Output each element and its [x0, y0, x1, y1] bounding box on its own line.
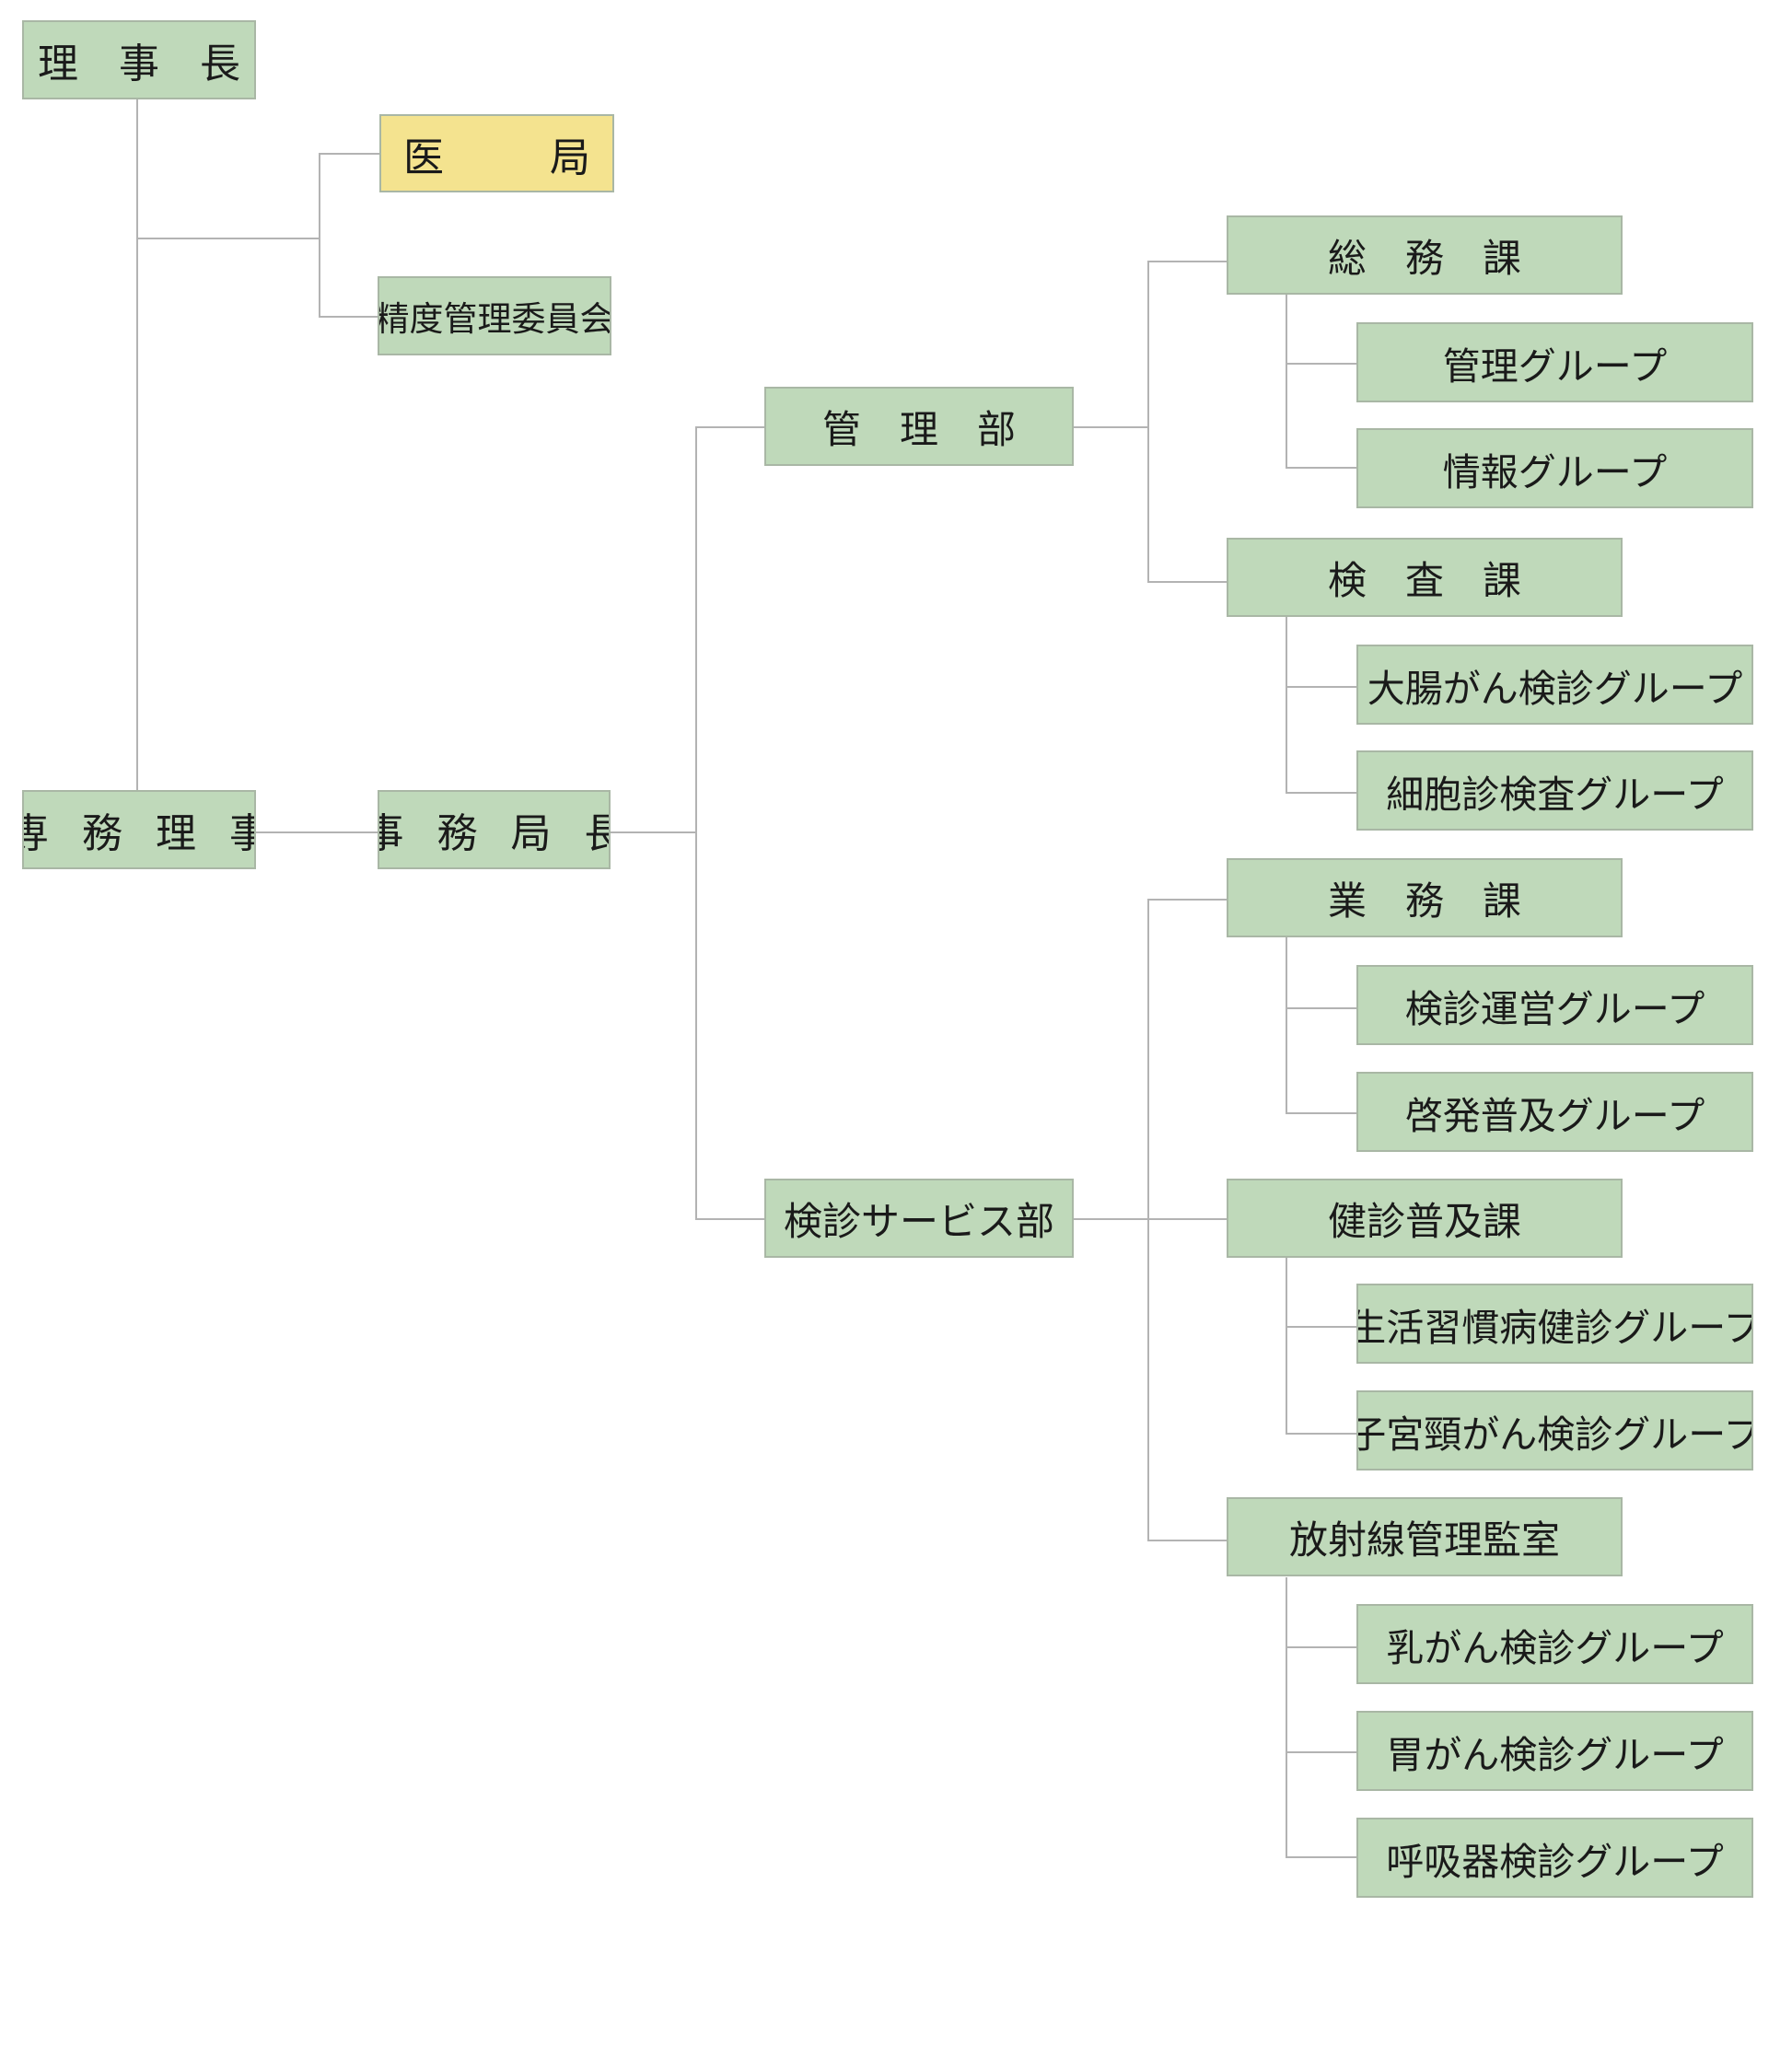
node-gyomuka: 業 務 課: [1227, 858, 1623, 937]
node-kanribu: 管 理 部: [764, 387, 1074, 466]
connector-line: [1073, 1218, 1227, 1220]
connector-line: [1286, 1326, 1357, 1328]
connector-line: [1147, 899, 1149, 1541]
connector-line: [319, 153, 380, 155]
connector-line: [695, 426, 764, 428]
connector-line: [1286, 1646, 1357, 1648]
node-joho-group: 情報グループ: [1356, 428, 1753, 508]
connector-line: [610, 831, 696, 833]
connector-line: [256, 831, 378, 833]
connector-line: [1147, 261, 1227, 262]
node-kenshin-fukyu-ka: 健診普及課: [1227, 1179, 1623, 1258]
connector-line: [319, 316, 378, 318]
connector-line: [1147, 581, 1227, 583]
node-unei-group: 検診運営グループ: [1356, 965, 1753, 1045]
connector-line: [1286, 686, 1357, 688]
node-jimukyokucho: 事 務 局 長: [378, 790, 611, 869]
connector-line: [1286, 467, 1357, 469]
node-saibo-group: 細胞診検査グループ: [1356, 750, 1753, 831]
connector-line: [1286, 1258, 1287, 1434]
connector-line: [695, 1218, 764, 1220]
connector-line: [1286, 617, 1287, 793]
node-keihatsu-group: 啓発普及グループ: [1356, 1072, 1753, 1152]
connector-line: [1286, 1112, 1357, 1114]
node-daicho-group: 大腸がん検診グループ: [1356, 645, 1753, 725]
connector-line: [1147, 1540, 1227, 1541]
node-ikyoku: 医局: [379, 114, 614, 192]
node-seido-kanri-iinkai: 精度管理委員会: [378, 276, 611, 355]
connector-line: [1286, 295, 1287, 468]
node-nyu-group: 乳がん検診グループ: [1356, 1604, 1753, 1684]
node-kensaka: 検 査 課: [1227, 538, 1623, 617]
connector-line: [319, 153, 320, 317]
node-seikatsu-group: 生活習慣病健診グループ: [1356, 1284, 1753, 1364]
node-senmu-riji: 専 務 理 事: [22, 790, 256, 869]
connector-line: [1286, 1856, 1357, 1858]
node-shikyu-group: 子宮頸がん検診グループ: [1356, 1390, 1753, 1471]
node-rijicho: 理 事 長: [22, 20, 256, 99]
connector-line: [1286, 363, 1357, 365]
connector-line: [1286, 1433, 1357, 1435]
connector-line: [1147, 899, 1227, 901]
connector-line: [1073, 426, 1148, 428]
connector-line: [695, 426, 697, 1220]
connector-line: [136, 238, 320, 239]
connector-line: [1286, 1577, 1287, 1857]
connector-line: [1286, 1007, 1357, 1009]
node-kenshin-service-bu: 検診サービス部: [764, 1179, 1074, 1258]
node-somuka: 総 務 課: [1227, 215, 1623, 295]
connector-line: [1286, 792, 1357, 794]
node-kanri-group: 管理グループ: [1356, 322, 1753, 402]
connector-line: [1286, 937, 1287, 1113]
node-hoshasen-kanrikanshitsu: 放射線管理監室: [1227, 1497, 1623, 1576]
connector-line: [136, 99, 138, 793]
connector-line: [1286, 1751, 1357, 1753]
node-kokyuki-group: 呼吸器検診グループ: [1356, 1818, 1753, 1898]
node-i-group: 胃がん検診グループ: [1356, 1711, 1753, 1791]
connector-line: [1147, 261, 1149, 582]
